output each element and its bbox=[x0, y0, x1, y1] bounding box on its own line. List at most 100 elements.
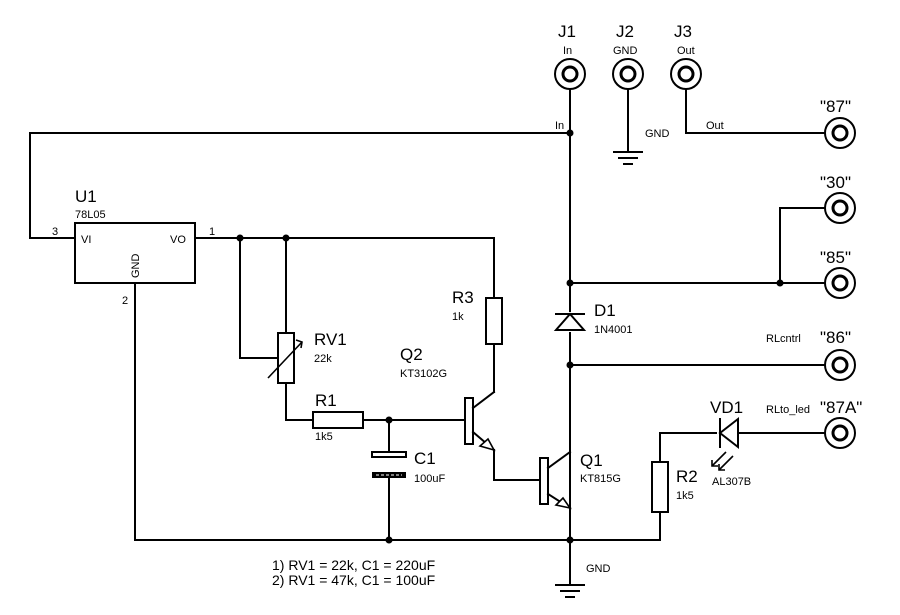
vd1-ray-head bbox=[718, 464, 725, 471]
rv1-adjust-arrow bbox=[267, 341, 303, 379]
vd1-value: AL307B bbox=[712, 476, 751, 488]
net-label-gnd-main: GND bbox=[586, 563, 611, 575]
junction bbox=[566, 536, 574, 544]
wire-in-to-u1 bbox=[29, 132, 571, 239]
vd1-ray-head bbox=[711, 460, 718, 467]
c1-plate-top bbox=[371, 451, 407, 458]
connector-j1-icon bbox=[554, 58, 586, 90]
vd1-ray bbox=[711, 451, 727, 467]
transistor-q1: Q1 KT815G bbox=[539, 450, 621, 510]
q1-base-bar bbox=[539, 457, 549, 505]
j2-label: GND bbox=[613, 45, 638, 57]
q1-collector bbox=[546, 450, 572, 470]
terminal-30-inner bbox=[831, 199, 849, 217]
j1-label: In bbox=[563, 45, 572, 57]
regulator-u1: U1 78L05 VI VO GND 1 3 2 bbox=[52, 187, 215, 307]
c1-ref: C1 bbox=[414, 449, 436, 468]
transistor-q2: Q2 KT3102G bbox=[400, 345, 496, 452]
terminal-87a-inner bbox=[831, 424, 849, 442]
terminal-87a-icon bbox=[824, 417, 856, 449]
connector-j1-inner bbox=[561, 65, 579, 83]
junction bbox=[566, 129, 574, 137]
q2-emitter-arrow bbox=[478, 437, 496, 452]
rv1-ref: RV1 bbox=[314, 330, 347, 349]
terminal-87-icon bbox=[824, 117, 856, 149]
terminal-86-inner bbox=[831, 356, 849, 374]
junction bbox=[385, 416, 393, 424]
r3-body bbox=[485, 297, 503, 345]
q1-ref: Q1 bbox=[580, 451, 603, 470]
q2-base-bar bbox=[464, 397, 474, 445]
junction bbox=[236, 234, 244, 242]
u1-pin-2: 2 bbox=[122, 295, 128, 307]
d1-value: 1N4001 bbox=[594, 324, 633, 336]
wire-rv1-wiper bbox=[239, 237, 277, 359]
u1-pin-vi: VI bbox=[81, 234, 91, 246]
q2-value: KT3102G bbox=[400, 368, 447, 380]
terminal-87a-label: "87A" bbox=[820, 398, 862, 417]
u1-pin-3: 3 bbox=[52, 226, 58, 238]
wire-q2-q1 bbox=[493, 449, 541, 481]
q2-collector bbox=[471, 390, 496, 410]
wire-led-r2 bbox=[659, 432, 717, 463]
wire-out bbox=[685, 89, 825, 134]
wire-gnd-bus bbox=[134, 282, 661, 541]
terminal-30-icon bbox=[824, 192, 856, 224]
capacitor-c1: C1 100uF bbox=[371, 449, 445, 485]
rv1-value: 22k bbox=[314, 353, 332, 365]
r2-value: 1k5 bbox=[676, 490, 694, 502]
wire-rv1-r1 bbox=[285, 382, 314, 421]
terminal-85-label: "85" bbox=[820, 248, 851, 267]
net-label-out: Out bbox=[706, 120, 724, 132]
note-line-2: 2) RV1 = 47k, C1 = 100uF bbox=[272, 572, 435, 588]
junction bbox=[385, 536, 393, 544]
connector-j2-inner bbox=[619, 65, 637, 83]
u1-value: 78L05 bbox=[75, 209, 106, 221]
r3-ref: R3 bbox=[452, 288, 474, 307]
rv1-arrow-head bbox=[295, 339, 303, 349]
resistor-r1: R1 1k5 bbox=[312, 391, 364, 443]
q2-ref: Q2 bbox=[400, 345, 423, 364]
q1-emitter-arrow bbox=[554, 496, 572, 510]
wire-30 bbox=[779, 207, 825, 284]
ground-icon bbox=[555, 584, 585, 598]
r1-ref: R1 bbox=[315, 391, 337, 410]
junction bbox=[566, 361, 574, 369]
net-label-rlto-led: RLto_led bbox=[766, 404, 810, 416]
junction bbox=[282, 234, 290, 242]
r2-body bbox=[651, 461, 669, 513]
terminal-85: "85" bbox=[820, 248, 856, 299]
net-label-gnd-j2: GND bbox=[645, 128, 670, 140]
j3-ref: J3 bbox=[674, 22, 692, 41]
terminal-85-icon bbox=[824, 267, 856, 299]
j1-ref: J1 bbox=[558, 22, 576, 41]
potentiometer-rv1: RV1 22k bbox=[267, 330, 347, 384]
c1-value: 100uF bbox=[414, 473, 445, 485]
u1-pin-vo: VO bbox=[170, 234, 186, 246]
net-label-in: In bbox=[555, 120, 564, 132]
junction bbox=[776, 279, 784, 287]
ground-icon bbox=[613, 151, 643, 165]
q1-value: KT815G bbox=[580, 473, 621, 485]
wires bbox=[29, 89, 825, 586]
r3-value: 1k bbox=[452, 311, 464, 323]
led-vd1: VD1 AL307B bbox=[710, 398, 751, 488]
terminal-87: "87" bbox=[820, 97, 856, 149]
connector-j3: J3 Out bbox=[670, 22, 702, 90]
vd1-ref: VD1 bbox=[710, 398, 743, 417]
terminal-86-label: "86" bbox=[820, 328, 851, 347]
vd1-ray bbox=[718, 455, 734, 471]
connector-j2-icon bbox=[612, 58, 644, 90]
terminal-30: "30" bbox=[820, 173, 856, 224]
wire-vo bbox=[194, 237, 495, 299]
junction bbox=[566, 279, 574, 287]
terminal-87-inner bbox=[831, 124, 849, 142]
connector-j3-icon bbox=[670, 58, 702, 90]
resistor-r2: R2 1k5 bbox=[651, 461, 698, 513]
u1-body bbox=[74, 222, 196, 284]
r2-ref: R2 bbox=[676, 467, 698, 486]
terminal-86: "86" bbox=[820, 328, 856, 381]
u1-ref: U1 bbox=[75, 187, 97, 206]
resistor-r3: R3 1k bbox=[452, 288, 503, 345]
